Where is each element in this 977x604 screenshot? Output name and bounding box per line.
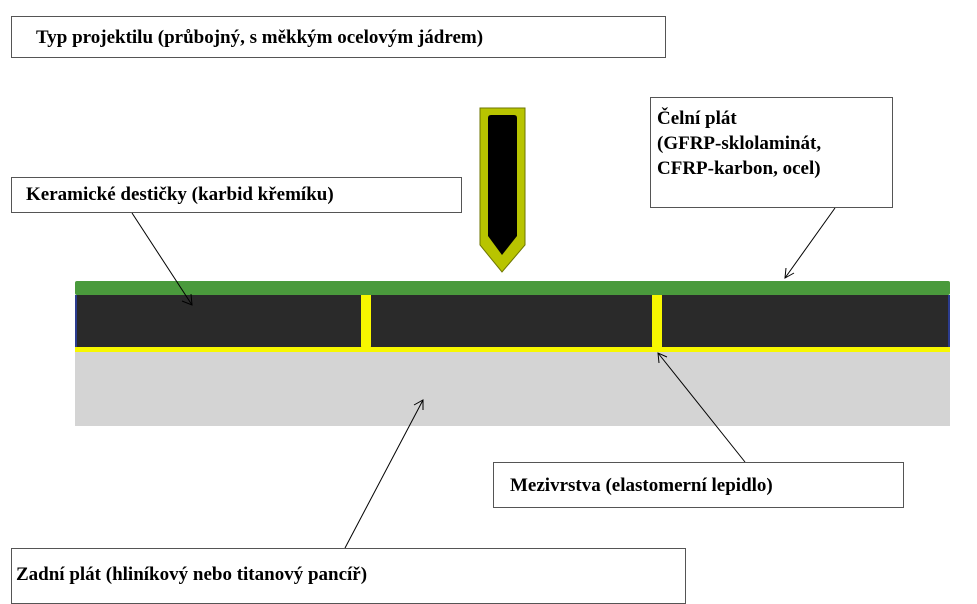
label-projectile-type-text: Typ projektilu (průbojný, s měkkým ocelo… xyxy=(36,27,484,48)
label-front-plate-line-3: CFRP-karbon, ocel) xyxy=(657,158,821,179)
label-back-plate: Zadní plát (hliníkový nebo titanový panc… xyxy=(11,548,686,604)
arrowhead-ceramic xyxy=(181,293,193,306)
ceramic-tile-1 xyxy=(75,295,362,347)
label-front-plate: Čelní plát (GFRP-sklolaminát, CFRP-karbo… xyxy=(650,97,893,208)
arrowhead-front-plate xyxy=(784,267,795,279)
arrowhead-back-plate xyxy=(413,399,424,410)
tile-edge-left xyxy=(75,295,77,347)
back-plate xyxy=(75,351,950,426)
label-back-plate-text: Zadní plát (hliníkový nebo titanový panc… xyxy=(16,564,368,585)
leader-interlayer xyxy=(657,352,746,463)
projectile-core xyxy=(488,115,517,255)
ceramic-tile-3 xyxy=(662,295,950,347)
leader-ceramic xyxy=(131,212,193,306)
ceramic-tile-2 xyxy=(370,295,653,347)
tile-edge-right xyxy=(948,295,950,347)
label-interlayer: Mezivrstva (elastomerní lepidlo) xyxy=(493,462,904,508)
adhesive-bottom-layer xyxy=(75,346,950,352)
adhesive-gap-1 xyxy=(361,293,371,348)
leader-back-plate xyxy=(344,399,424,549)
adhesive-gap-2 xyxy=(652,293,662,348)
label-front-plate-line-2: (GFRP-sklolaminát, xyxy=(657,133,822,154)
label-projectile-type: Typ projektilu (průbojný, s měkkým ocelo… xyxy=(11,16,666,58)
front-plate xyxy=(75,281,950,295)
arrowhead-interlayer xyxy=(657,352,668,364)
leader-front-plate xyxy=(784,207,836,279)
label-ceramic-tiles-text: Keramické destičky (karbid křemíku) xyxy=(26,184,334,205)
label-ceramic-tiles: Keramické destičky (karbid křemíku) xyxy=(11,177,462,213)
label-front-plate-line-1: Čelní plát xyxy=(657,108,737,129)
label-interlayer-text: Mezivrstva (elastomerní lepidlo) xyxy=(510,475,773,496)
